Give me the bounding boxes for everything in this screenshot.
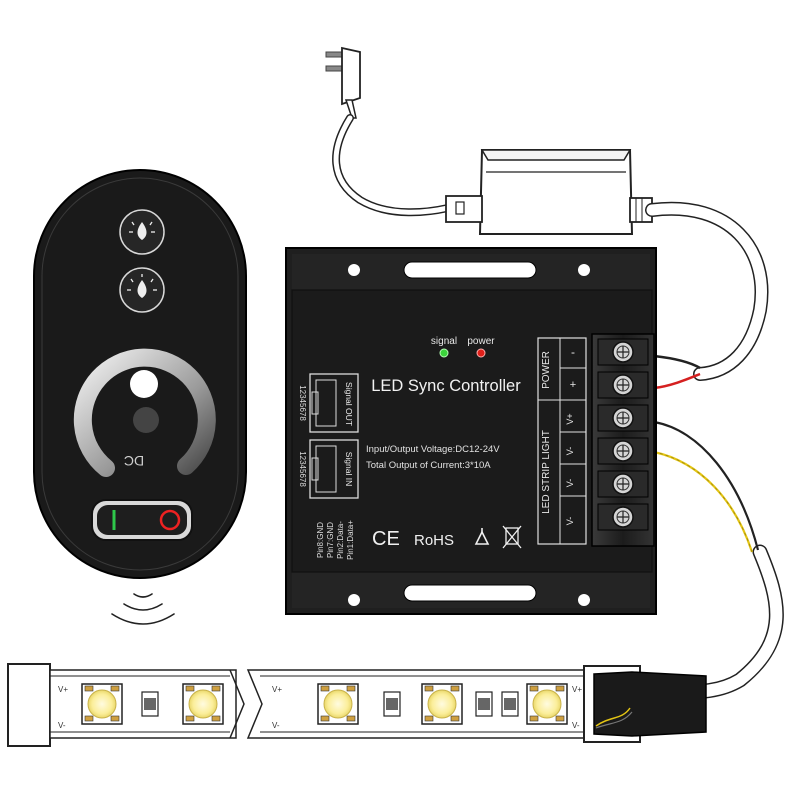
terminal-screw[interactable] xyxy=(597,503,649,531)
terminal-label: V- xyxy=(565,517,575,526)
signal-out-port[interactable]: Signal OUT xyxy=(309,373,359,433)
resistor xyxy=(141,691,159,717)
led-chip xyxy=(317,683,359,725)
power-plug xyxy=(325,46,361,119)
brightness-down-icon[interactable] xyxy=(119,267,165,313)
terminal-screw[interactable] xyxy=(597,338,649,366)
plug-cord xyxy=(332,114,452,217)
svg-text:Pin2:Data-: Pin2:Data- xyxy=(336,521,345,559)
wireless-signal-icon xyxy=(111,593,175,625)
resistor xyxy=(501,691,519,717)
pad-label-minus: V- xyxy=(58,721,66,730)
terminal-block xyxy=(591,333,655,547)
power-switch[interactable] xyxy=(91,499,193,541)
pin-numbers-out: 12345678 xyxy=(298,385,307,421)
terminal-screw[interactable] xyxy=(597,404,649,432)
terminal-label-panel: POWER LED STRIP LIGHT - + V+ V- V- V- xyxy=(537,337,587,545)
led-section-label: LED STRIP LIGHT xyxy=(541,430,552,514)
touch-remote: DC xyxy=(33,169,247,579)
terminal-label: V- xyxy=(565,479,575,488)
power-adapter xyxy=(445,149,653,235)
power-indicator-label: power xyxy=(467,336,495,347)
signal-indicator-label: signal xyxy=(431,336,457,347)
pad-label-plus: V+ xyxy=(272,685,282,694)
strip-connector xyxy=(583,665,707,743)
remote-label: DC xyxy=(124,453,144,469)
resistor xyxy=(475,691,493,717)
terminal-screw[interactable] xyxy=(597,437,649,465)
mount-slot-top xyxy=(403,261,537,279)
pin-numbers-in: 12345678 xyxy=(298,451,307,487)
pad-label-plus: V+ xyxy=(572,685,582,694)
signal-in-port[interactable]: Signal IN xyxy=(309,439,359,499)
off-icon xyxy=(159,509,181,531)
terminal-label-minus: - xyxy=(571,345,575,359)
terminal-screw[interactable] xyxy=(597,371,649,399)
mount-hole xyxy=(348,264,360,276)
led-chip xyxy=(81,683,123,725)
controller-title: LED Sync Controller xyxy=(371,377,521,395)
power-section-label: POWER xyxy=(541,351,552,389)
pad-label-minus: V- xyxy=(572,721,580,730)
mount-slot-bottom xyxy=(403,584,537,602)
strip-end-cap xyxy=(7,663,51,747)
rohs-mark: RoHS xyxy=(414,532,454,549)
mount-hole xyxy=(578,264,590,276)
terminal-screw[interactable] xyxy=(597,470,649,498)
pad-label-minus: V- xyxy=(272,721,280,730)
dimmer-knob-light xyxy=(130,370,158,398)
svg-text:Pin1:Data+: Pin1:Data+ xyxy=(346,520,355,560)
power-led xyxy=(476,348,486,358)
dimmer-touch-ring[interactable] xyxy=(73,348,216,477)
power-wire-red xyxy=(653,372,701,390)
svg-text:Pin8:GND: Pin8:GND xyxy=(316,522,325,558)
mount-hole xyxy=(348,594,360,606)
spec-voltage: Input/Output Voltage:DC12-24V xyxy=(366,444,500,455)
led-strip: V+ V- V+ V- V+ V- xyxy=(7,663,707,747)
spec-current: Total Output of Current:3*10A xyxy=(366,460,491,471)
dimmer-knob-dark xyxy=(133,407,159,433)
svg-text:Pin7:GND: Pin7:GND xyxy=(326,522,335,558)
ce-mark: CE xyxy=(372,528,400,550)
led-chip xyxy=(421,683,463,725)
recycle-icon xyxy=(474,528,490,545)
resistor xyxy=(383,691,401,717)
weee-bin-icon xyxy=(502,525,522,549)
strip-cable xyxy=(668,544,784,700)
led-chip xyxy=(182,683,224,725)
sync-controller: signal power LED Sync Controller Input/O… xyxy=(285,247,657,615)
signal-out-label: Signal OUT xyxy=(344,382,354,426)
signal-in-label: Signal IN xyxy=(344,452,354,487)
led-chip xyxy=(526,683,568,725)
terminal-label-plus: + xyxy=(570,379,576,391)
strip-wire-yellow xyxy=(653,450,754,553)
strip-wire-black xyxy=(653,420,760,551)
terminal-label: V- xyxy=(565,447,575,456)
brightness-up-icon[interactable] xyxy=(119,209,165,255)
mount-hole xyxy=(578,594,590,606)
pad-label-plus: V+ xyxy=(58,685,68,694)
pin-legend: Pin1:Data+ Pin2:Data- Pin7:GND Pin8:GND xyxy=(316,520,355,560)
signal-led xyxy=(439,348,449,358)
power-wire-black xyxy=(653,354,701,370)
terminal-label: V+ xyxy=(565,413,575,424)
